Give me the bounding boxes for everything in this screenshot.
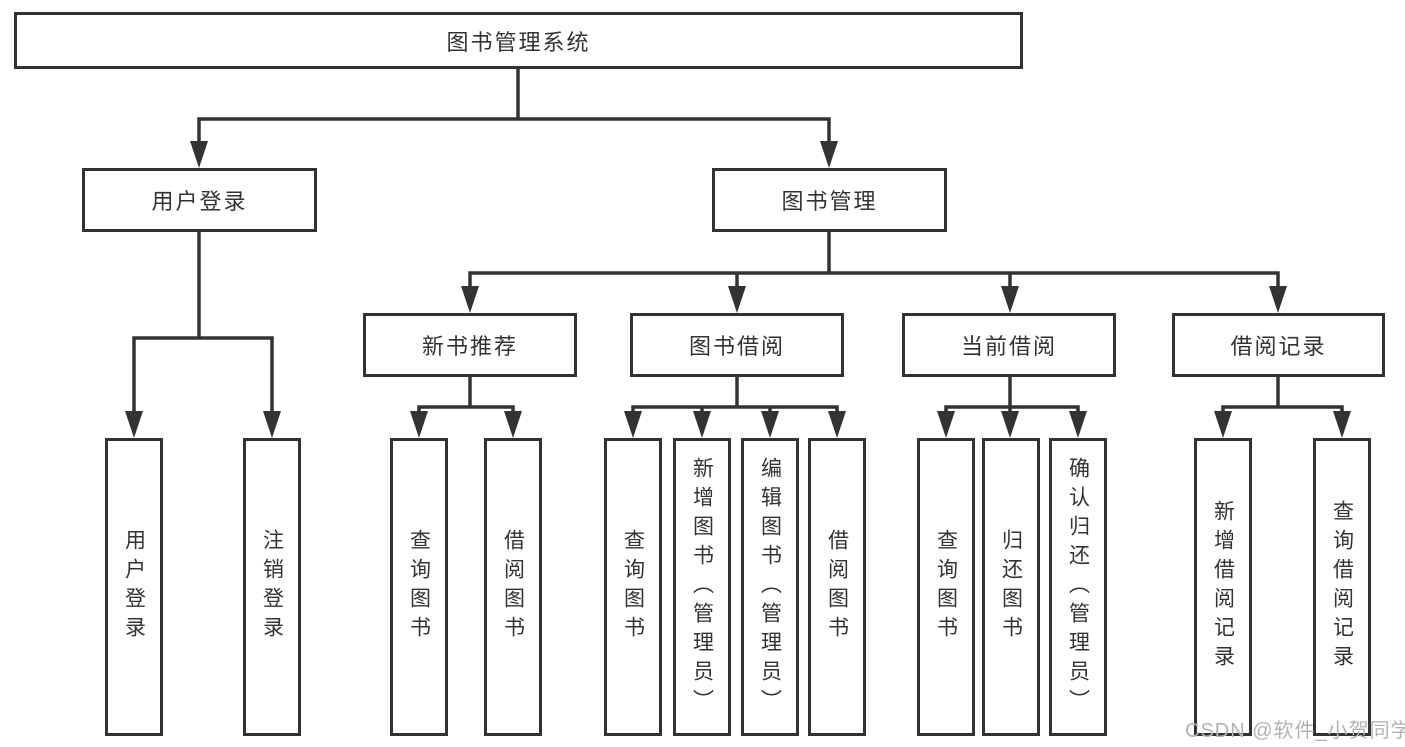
node-borrow-record-label: 借阅记录 <box>1230 334 1327 359</box>
node-new-book-recommend: 新书推荐 <box>363 313 577 377</box>
leaf-record-add-label: 新增借阅记录 <box>1211 500 1235 674</box>
leaf-current-confirm-return-admin-label: 确认归还（管理员） <box>1066 456 1090 718</box>
leaf-rec-borrow-book: 借阅图书 <box>484 438 542 736</box>
node-book-borrow-label: 图书借阅 <box>688 334 785 359</box>
leaf-current-return-book-label: 归还图书 <box>999 529 1023 645</box>
arrowheads <box>125 141 1351 438</box>
node-user-login: 用户登录 <box>82 168 317 232</box>
leaf-user-login-label: 用户登录 <box>122 529 146 645</box>
leaf-current-return-book: 归还图书 <box>982 438 1040 736</box>
node-book-borrow: 图书借阅 <box>630 313 844 377</box>
node-current-borrow-label: 当前借阅 <box>960 334 1057 359</box>
leaf-borrow-query-book-label: 查询图书 <box>621 529 645 645</box>
leaf-logout: 注销登录 <box>243 438 301 736</box>
node-borrow-record: 借阅记录 <box>1172 313 1385 377</box>
connector-path <box>132 69 1344 415</box>
node-user-login-label: 用户登录 <box>151 189 248 214</box>
leaf-borrow-add-book-admin: 新增图书（管理员） <box>673 438 731 736</box>
leaf-current-query-book-label: 查询图书 <box>934 529 958 645</box>
leaf-record-query: 查询借阅记录 <box>1313 438 1371 736</box>
node-root: 图书管理系统 <box>14 12 1023 69</box>
leaf-borrow-edit-book-admin: 编辑图书（管理员） <box>741 438 799 736</box>
leaf-rec-query-book-label: 查询图书 <box>407 529 431 645</box>
leaf-current-query-book: 查询图书 <box>917 438 975 736</box>
node-book-management: 图书管理 <box>712 168 947 232</box>
leaf-borrow-edit-book-admin-label: 编辑图书（管理员） <box>758 456 782 718</box>
leaf-record-add: 新增借阅记录 <box>1194 438 1252 736</box>
leaf-rec-borrow-book-label: 借阅图书 <box>501 529 525 645</box>
node-root-label: 图书管理系统 <box>446 29 591 55</box>
csdn-watermark: CSDN @软件_小贺同学 <box>1185 720 1405 742</box>
leaf-user-login: 用户登录 <box>105 438 163 736</box>
leaf-borrow-add-book-admin-label: 新增图书（管理员） <box>690 456 714 718</box>
leaf-current-confirm-return-admin: 确认归还（管理员） <box>1049 438 1107 736</box>
node-book-management-label: 图书管理 <box>781 189 878 214</box>
leaf-borrow-query-book: 查询图书 <box>604 438 662 736</box>
node-current-borrow: 当前借阅 <box>902 313 1116 377</box>
leaf-logout-label: 注销登录 <box>260 529 284 645</box>
leaf-borrow-borrow-book-label: 借阅图书 <box>825 529 849 645</box>
leaf-record-query-label: 查询借阅记录 <box>1330 500 1354 674</box>
node-new-book-recommend-label: 新书推荐 <box>421 334 518 359</box>
leaf-borrow-borrow-book: 借阅图书 <box>808 438 866 736</box>
leaf-rec-query-book: 查询图书 <box>390 438 448 736</box>
